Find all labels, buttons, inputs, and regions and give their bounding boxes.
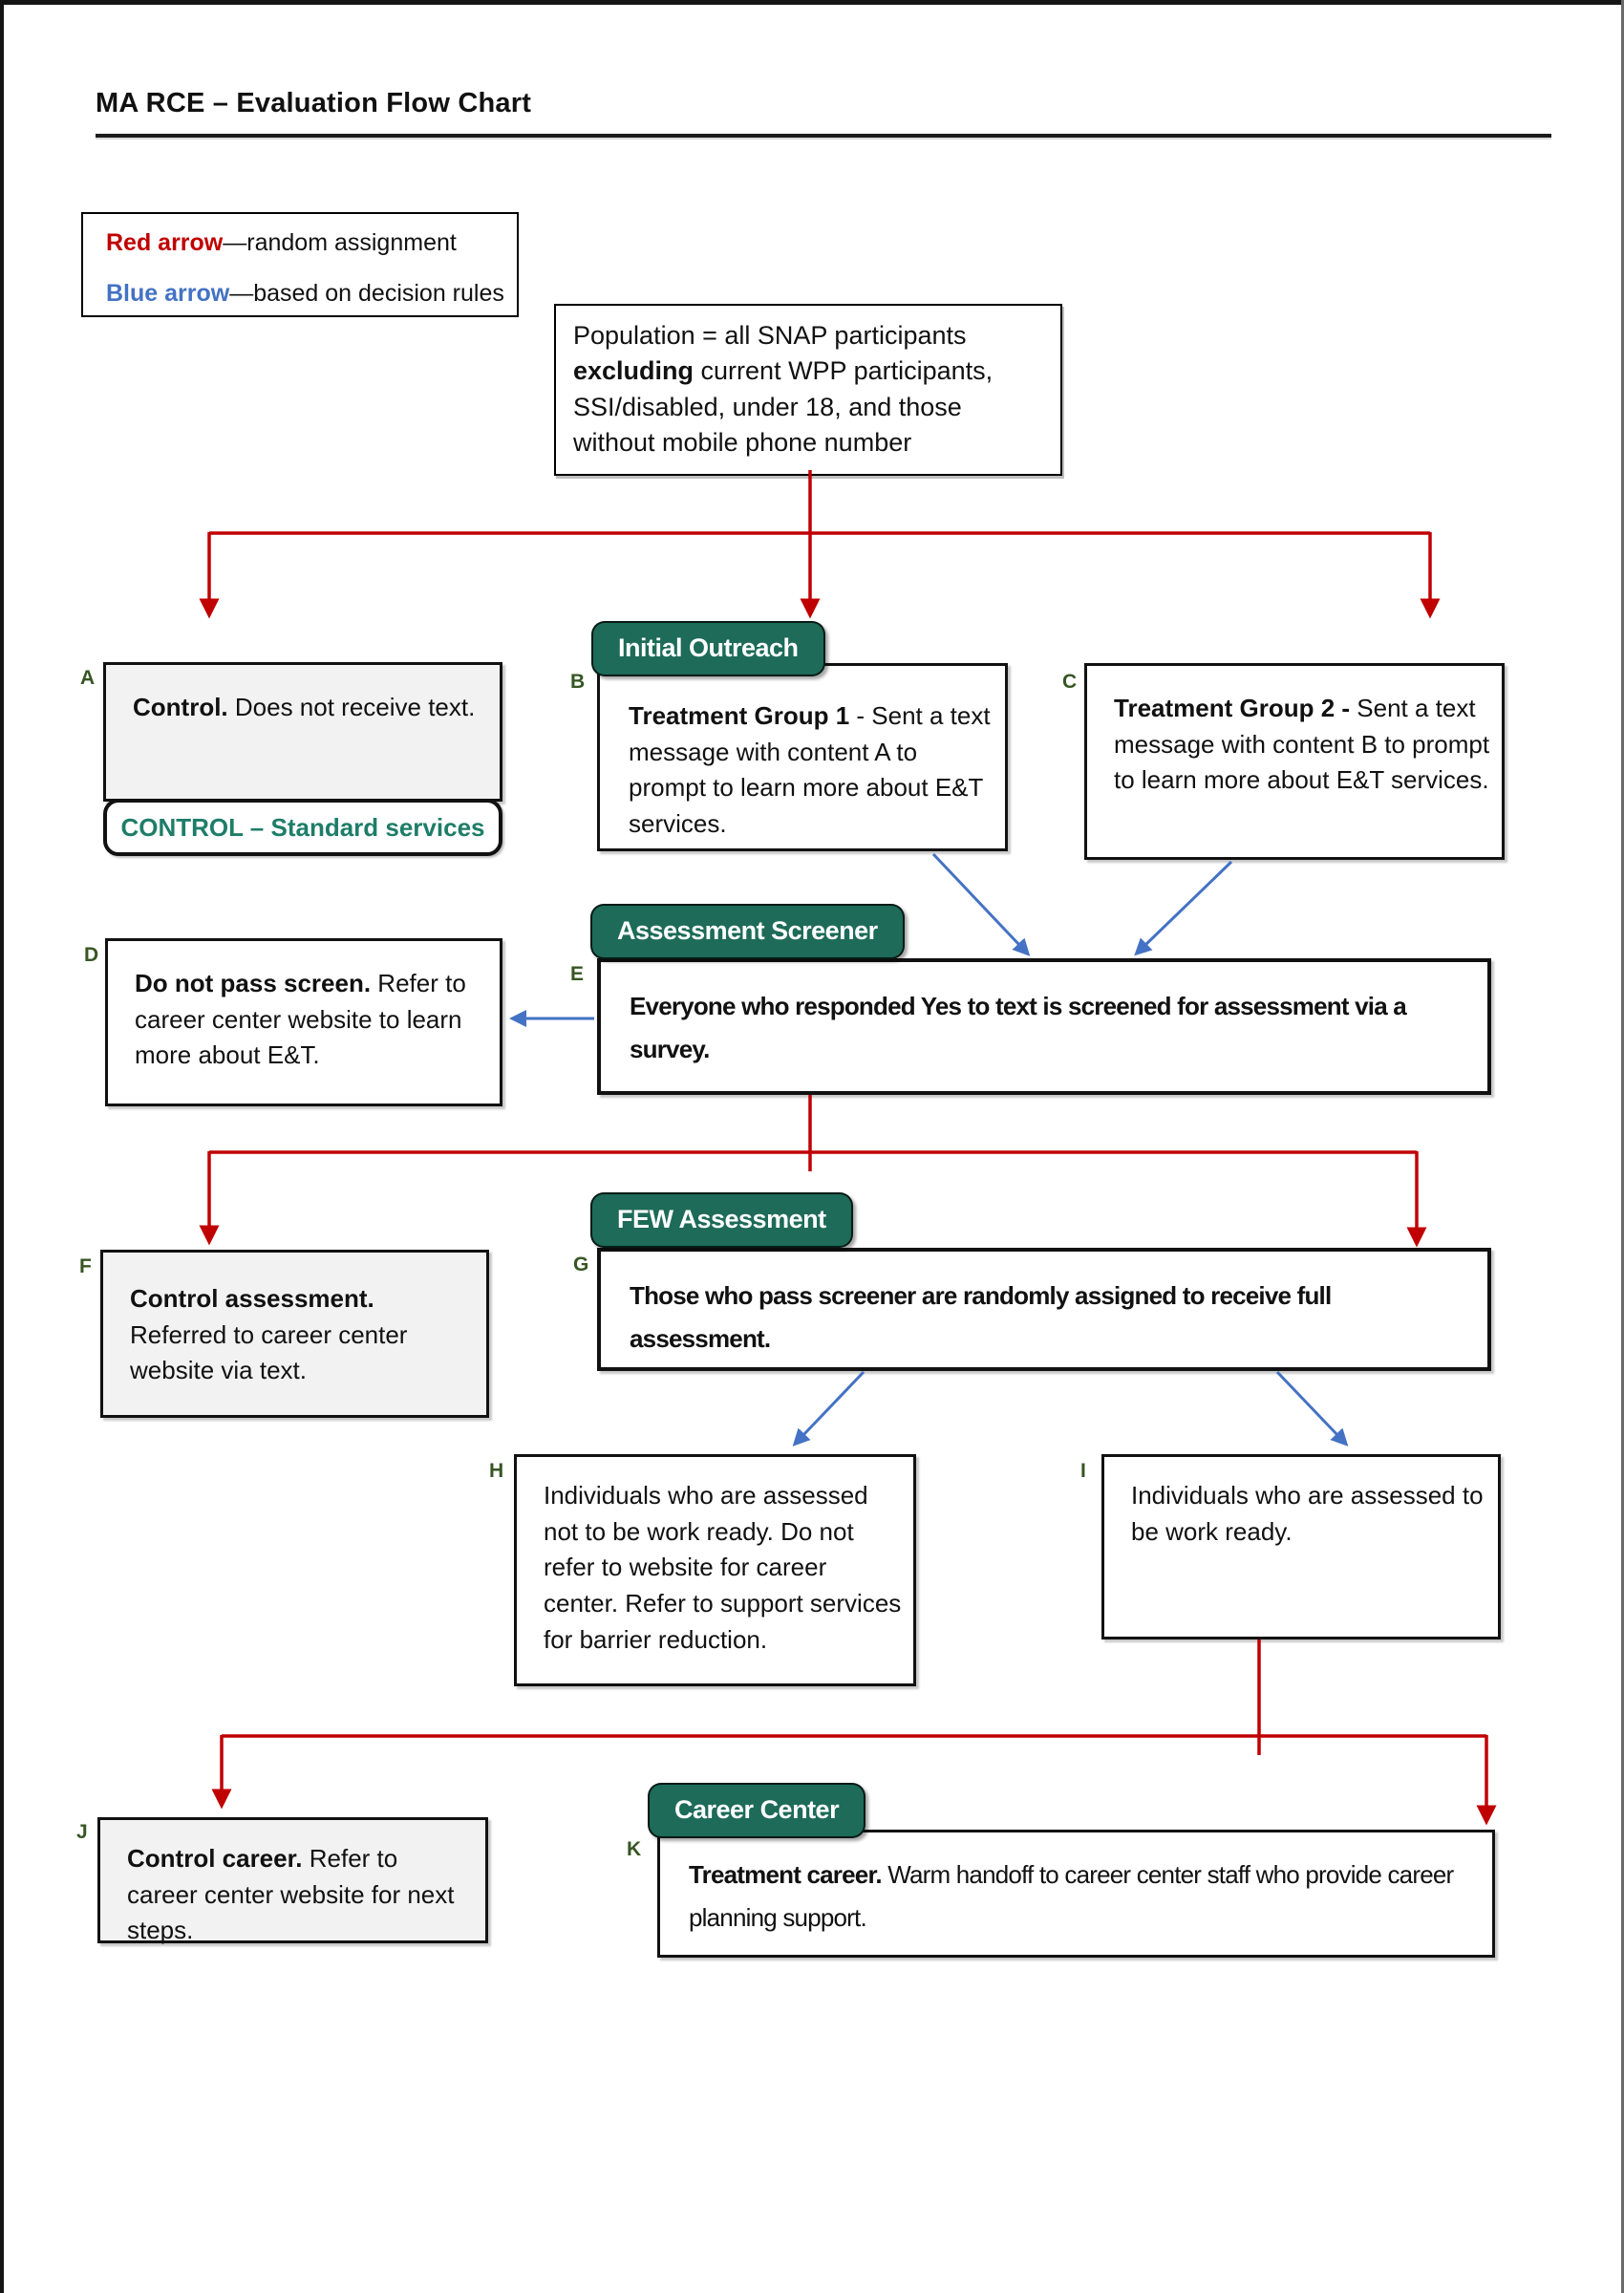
- career-center-header: Career Center: [648, 1783, 866, 1838]
- box-label-f: F: [79, 1255, 92, 1277]
- population-text-pre: Population = all SNAP participants: [573, 321, 967, 350]
- few-assessment-header: FEW Assessment: [590, 1192, 853, 1248]
- box-label-h: H: [489, 1460, 504, 1482]
- legend-red-label: Red arrow: [106, 229, 224, 256]
- treatment-group-2-bold: Treatment Group 2 -: [1114, 694, 1357, 722]
- page-edge-left: [0, 0, 4, 2293]
- control-career-text: Refer to career center website for next …: [127, 1844, 455, 1945]
- not-work-ready-box: Individuals who are assessed not to be w…: [514, 1454, 916, 1686]
- blue-arrow-c-to-screener: [1134, 860, 1233, 956]
- treatment-group-1-text: - Sent a text message with content A to …: [629, 701, 991, 839]
- treatment-career-text: Warm handoff to career center staff who …: [689, 1860, 1454, 1932]
- legend-box: Red arrow—random assignment Blue arrow—b…: [81, 212, 519, 317]
- control-group-bold: Control.: [133, 693, 228, 721]
- control-assessment-text: Referred to career center website via te…: [130, 1319, 408, 1385]
- blue-arrow-b-to-screener: [931, 852, 1031, 956]
- box-label-i: I: [1080, 1460, 1086, 1482]
- control-assessment-bold: Control assessment.: [130, 1284, 374, 1313]
- initial-outreach-header: Initial Outreach: [591, 621, 825, 676]
- work-ready-text: Individuals who are assessed to be work …: [1131, 1481, 1484, 1546]
- few-assessment-text: Those who pass screener are randomly ass…: [630, 1281, 1332, 1353]
- do-not-pass-screen-box: Do not pass screen. Refer to career cent…: [105, 938, 502, 1106]
- box-label-k: K: [627, 1838, 642, 1860]
- control-assessment-box: Control assessment. Referred to career c…: [100, 1250, 489, 1418]
- control-career-box: Control career. Refer to career center w…: [97, 1817, 488, 1945]
- treatment-group-2-text: Sent a text message with content B to pr…: [1114, 694, 1490, 795]
- box-label-j: J: [76, 1821, 88, 1843]
- treatment-career-bold: Treatment career.: [689, 1860, 883, 1889]
- assessment-screener-box: Everyone who responded Yes to text is sc…: [597, 958, 1491, 1095]
- legend-blue-entry: Blue arrow—based on decision rules: [106, 280, 517, 308]
- page-title: MA RCE – Evaluation Flow Chart: [96, 88, 532, 118]
- population-text-post: current WPP participants, SSI/disabled, …: [573, 356, 994, 457]
- few-assessment-box: Those who pass screener are randomly ass…: [597, 1248, 1491, 1371]
- legend-blue-label: Blue arrow: [106, 280, 230, 307]
- control-standard-services-text: CONTROL – Standard services: [120, 812, 485, 842]
- box-label-g: G: [573, 1254, 589, 1275]
- treatment-group-2-box: Treatment Group 2 - Sent a text message …: [1084, 663, 1505, 860]
- box-label-c: C: [1062, 671, 1078, 693]
- box-label-a: A: [80, 667, 96, 689]
- blue-arrow-to-not-work-ready: [792, 1370, 865, 1447]
- legend-blue-desc: —based on decision rules: [229, 280, 504, 307]
- control-standard-services-pill: CONTROL – Standard services: [103, 799, 502, 856]
- treatment-group-1-box: Treatment Group 1 - Sent a text message …: [597, 663, 1008, 851]
- legend-red-entry: Red arrow—random assignment: [106, 229, 517, 257]
- treatment-group-1-bold: Treatment Group 1: [629, 701, 850, 730]
- box-label-d: D: [84, 944, 99, 966]
- control-career-bold: Control career.: [127, 1844, 303, 1873]
- legend-red-desc: —random assignment: [223, 229, 457, 256]
- population-text-bold: excluding: [573, 356, 694, 386]
- do-not-pass-screen-bold: Do not pass screen.: [135, 969, 372, 997]
- population-box: Population = all SNAP participants exclu…: [554, 304, 1062, 476]
- page-edge-top: [0, 0, 1624, 5]
- treatment-career-box: Treatment career. Warm handoff to career…: [657, 1830, 1495, 1958]
- box-label-b: B: [570, 671, 586, 693]
- control-group-text: Does not receive text.: [227, 693, 476, 721]
- page-edge-right: [1621, 0, 1624, 2293]
- not-work-ready-text: Individuals who are assessed not to be w…: [544, 1481, 902, 1654]
- control-group-box: Control. Does not receive text.: [103, 662, 502, 802]
- assessment-screener-text: Everyone who responded Yes to text is sc…: [630, 992, 1407, 1063]
- title-rule: [96, 134, 1551, 138]
- do-not-pass-screen-text: Refer to career center website to learn …: [135, 969, 466, 1070]
- box-label-e: E: [570, 963, 585, 985]
- work-ready-box: Individuals who are assessed to be work …: [1101, 1454, 1501, 1639]
- assessment-screener-header: Assessment Screener: [590, 904, 905, 959]
- blue-arrow-to-work-ready: [1275, 1370, 1349, 1447]
